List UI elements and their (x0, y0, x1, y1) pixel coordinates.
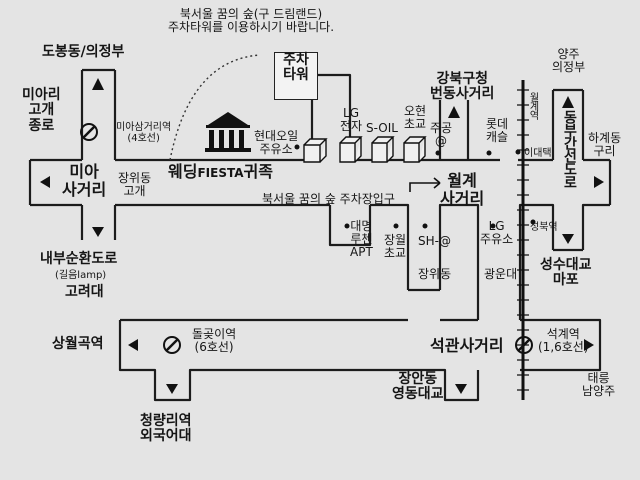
subway-markers (80, 123, 533, 354)
arrow-up-gangbuk-icon (448, 106, 460, 118)
label-daemyung-apt: 대명 루첸 APT (350, 219, 373, 260)
venue-brand: FIESTA (197, 166, 244, 180)
direction-arrows (40, 78, 604, 394)
arrow-down-seongsu-icon (562, 234, 574, 244)
arrow-up-yangju-icon (562, 96, 574, 108)
label-kwangwoon-univ: 광운대 (484, 267, 518, 281)
label-jangwol-school: 장월 초교 (384, 233, 407, 261)
label-yangju: 양주 의정부 (552, 47, 586, 75)
label-gilum: (길음lamp) (55, 270, 107, 281)
label-ohyeon-school: 오현 초교 (404, 104, 427, 132)
label-ring-road: 내부순환도로 (40, 251, 118, 267)
parking-entrance-label: 북서울 꿈의 숲 주차장입구 (262, 192, 395, 206)
label-wolgye-station: 월계역 (527, 92, 538, 119)
label-sh-apt: SH-@ (418, 234, 451, 248)
label-jangwidong: 장위동 (418, 267, 452, 281)
parking-tower-line1: 주차 (283, 52, 309, 68)
label-dongbu-expressway: 동부간선도로 (561, 110, 578, 188)
parking-notice-line1: 북서울 꿈의 숲(구 드림랜드) (179, 7, 323, 21)
venue-korean: 웨딩 (168, 162, 198, 181)
label-dolgoji-station: 돌곶이역 (6호선) (192, 327, 237, 355)
road-parking (310, 73, 372, 247)
venue-suffix: 귀족 (243, 162, 273, 181)
road-ring (80, 205, 117, 240)
label-lotte-castle: 롯데 캐슬 (486, 117, 509, 145)
building-hyundai (303, 138, 328, 163)
arrow-right-main-icon (594, 176, 604, 188)
arrow-down-cheongnyangni-icon (166, 384, 178, 394)
label-idaetaek: 이대택 (524, 148, 552, 159)
label-korea-univ: 고려대 (65, 284, 104, 300)
label-jangwidong-pass: 장위동 고개 (118, 171, 152, 199)
label-cheongnyangni: 청량리역 외국어대 (140, 413, 192, 445)
label-taereung: 태릉 남양주 (582, 371, 616, 399)
arrow-up-dobong-icon (92, 78, 104, 90)
subway-miari-icon (80, 123, 98, 141)
building-boxes (303, 136, 427, 163)
label-mia-junction: 미아 사거리 (62, 162, 107, 199)
road-main-south (30, 203, 610, 320)
building-soil (371, 136, 395, 163)
label-seokgwan-junction: 석관사거리 (430, 336, 504, 355)
label-hagye-dong: 하계동 구리 (588, 131, 622, 159)
label-miari-pass: 미아리 고개 종로 (22, 87, 61, 134)
label-sangwolgok: 상월곡역 (52, 336, 104, 352)
parking-tower-box: 주차 타워 (274, 52, 318, 100)
label-seokgye-station: 석계역 (1,6호선) (538, 327, 589, 355)
label-hyundai-oil: 현대오일 주유소 (254, 129, 299, 157)
building-ohyeon (403, 136, 427, 163)
venue-name: 웨딩FIESTA귀족 (168, 163, 273, 181)
road-outlines (28, 68, 612, 402)
venue-building-icon (205, 112, 251, 152)
road-dongbu (551, 88, 585, 252)
subway-dolgoji-icon (163, 336, 181, 354)
subway-seokgye-icon (515, 336, 533, 354)
label-seongbuk-station: 성북역 (530, 222, 558, 233)
arrow-right-south-icon (584, 339, 594, 351)
label-seongsu-bridge: 성수대교 마포 (540, 257, 592, 289)
label-s-oil: S-OIL (366, 121, 398, 135)
parking-arrow (409, 182, 440, 192)
arrow-down-ring-icon (92, 227, 104, 237)
label-dobong: 도봉동/의정부 (42, 44, 125, 60)
label-jungang: 주공 @ (430, 121, 453, 149)
label-gangbuk-office: 강북구청 번동사거리 (430, 71, 495, 103)
parking-tower-line2: 타워 (283, 67, 309, 84)
label-lg-electronics: LG 전자 (340, 106, 363, 134)
road-miari (80, 70, 117, 160)
arrow-down-jangan-icon (455, 384, 467, 394)
parking-notice: 북서울 꿈의 숲(구 드림랜드) 주차타워를 이용하시기 바랍니다. (168, 7, 335, 35)
arrow-left-main-icon (40, 176, 50, 188)
road-gangbuk (438, 100, 470, 160)
parking-notice-line2: 주차타워를 이용하시기 바랍니다. (168, 20, 335, 35)
road-south (118, 318, 602, 402)
building-lg (339, 136, 363, 163)
label-jangan-dong: 장안동 영동대교 (392, 371, 444, 403)
arrow-left-south-icon (128, 339, 138, 351)
label-lg-gas: LG 주유소 (480, 219, 514, 247)
point-markers (294, 144, 536, 229)
label-miari-station: 미아삼거리역 (4호선) (116, 122, 172, 144)
label-wolgye-junction: 월계 사거리 (440, 171, 485, 208)
